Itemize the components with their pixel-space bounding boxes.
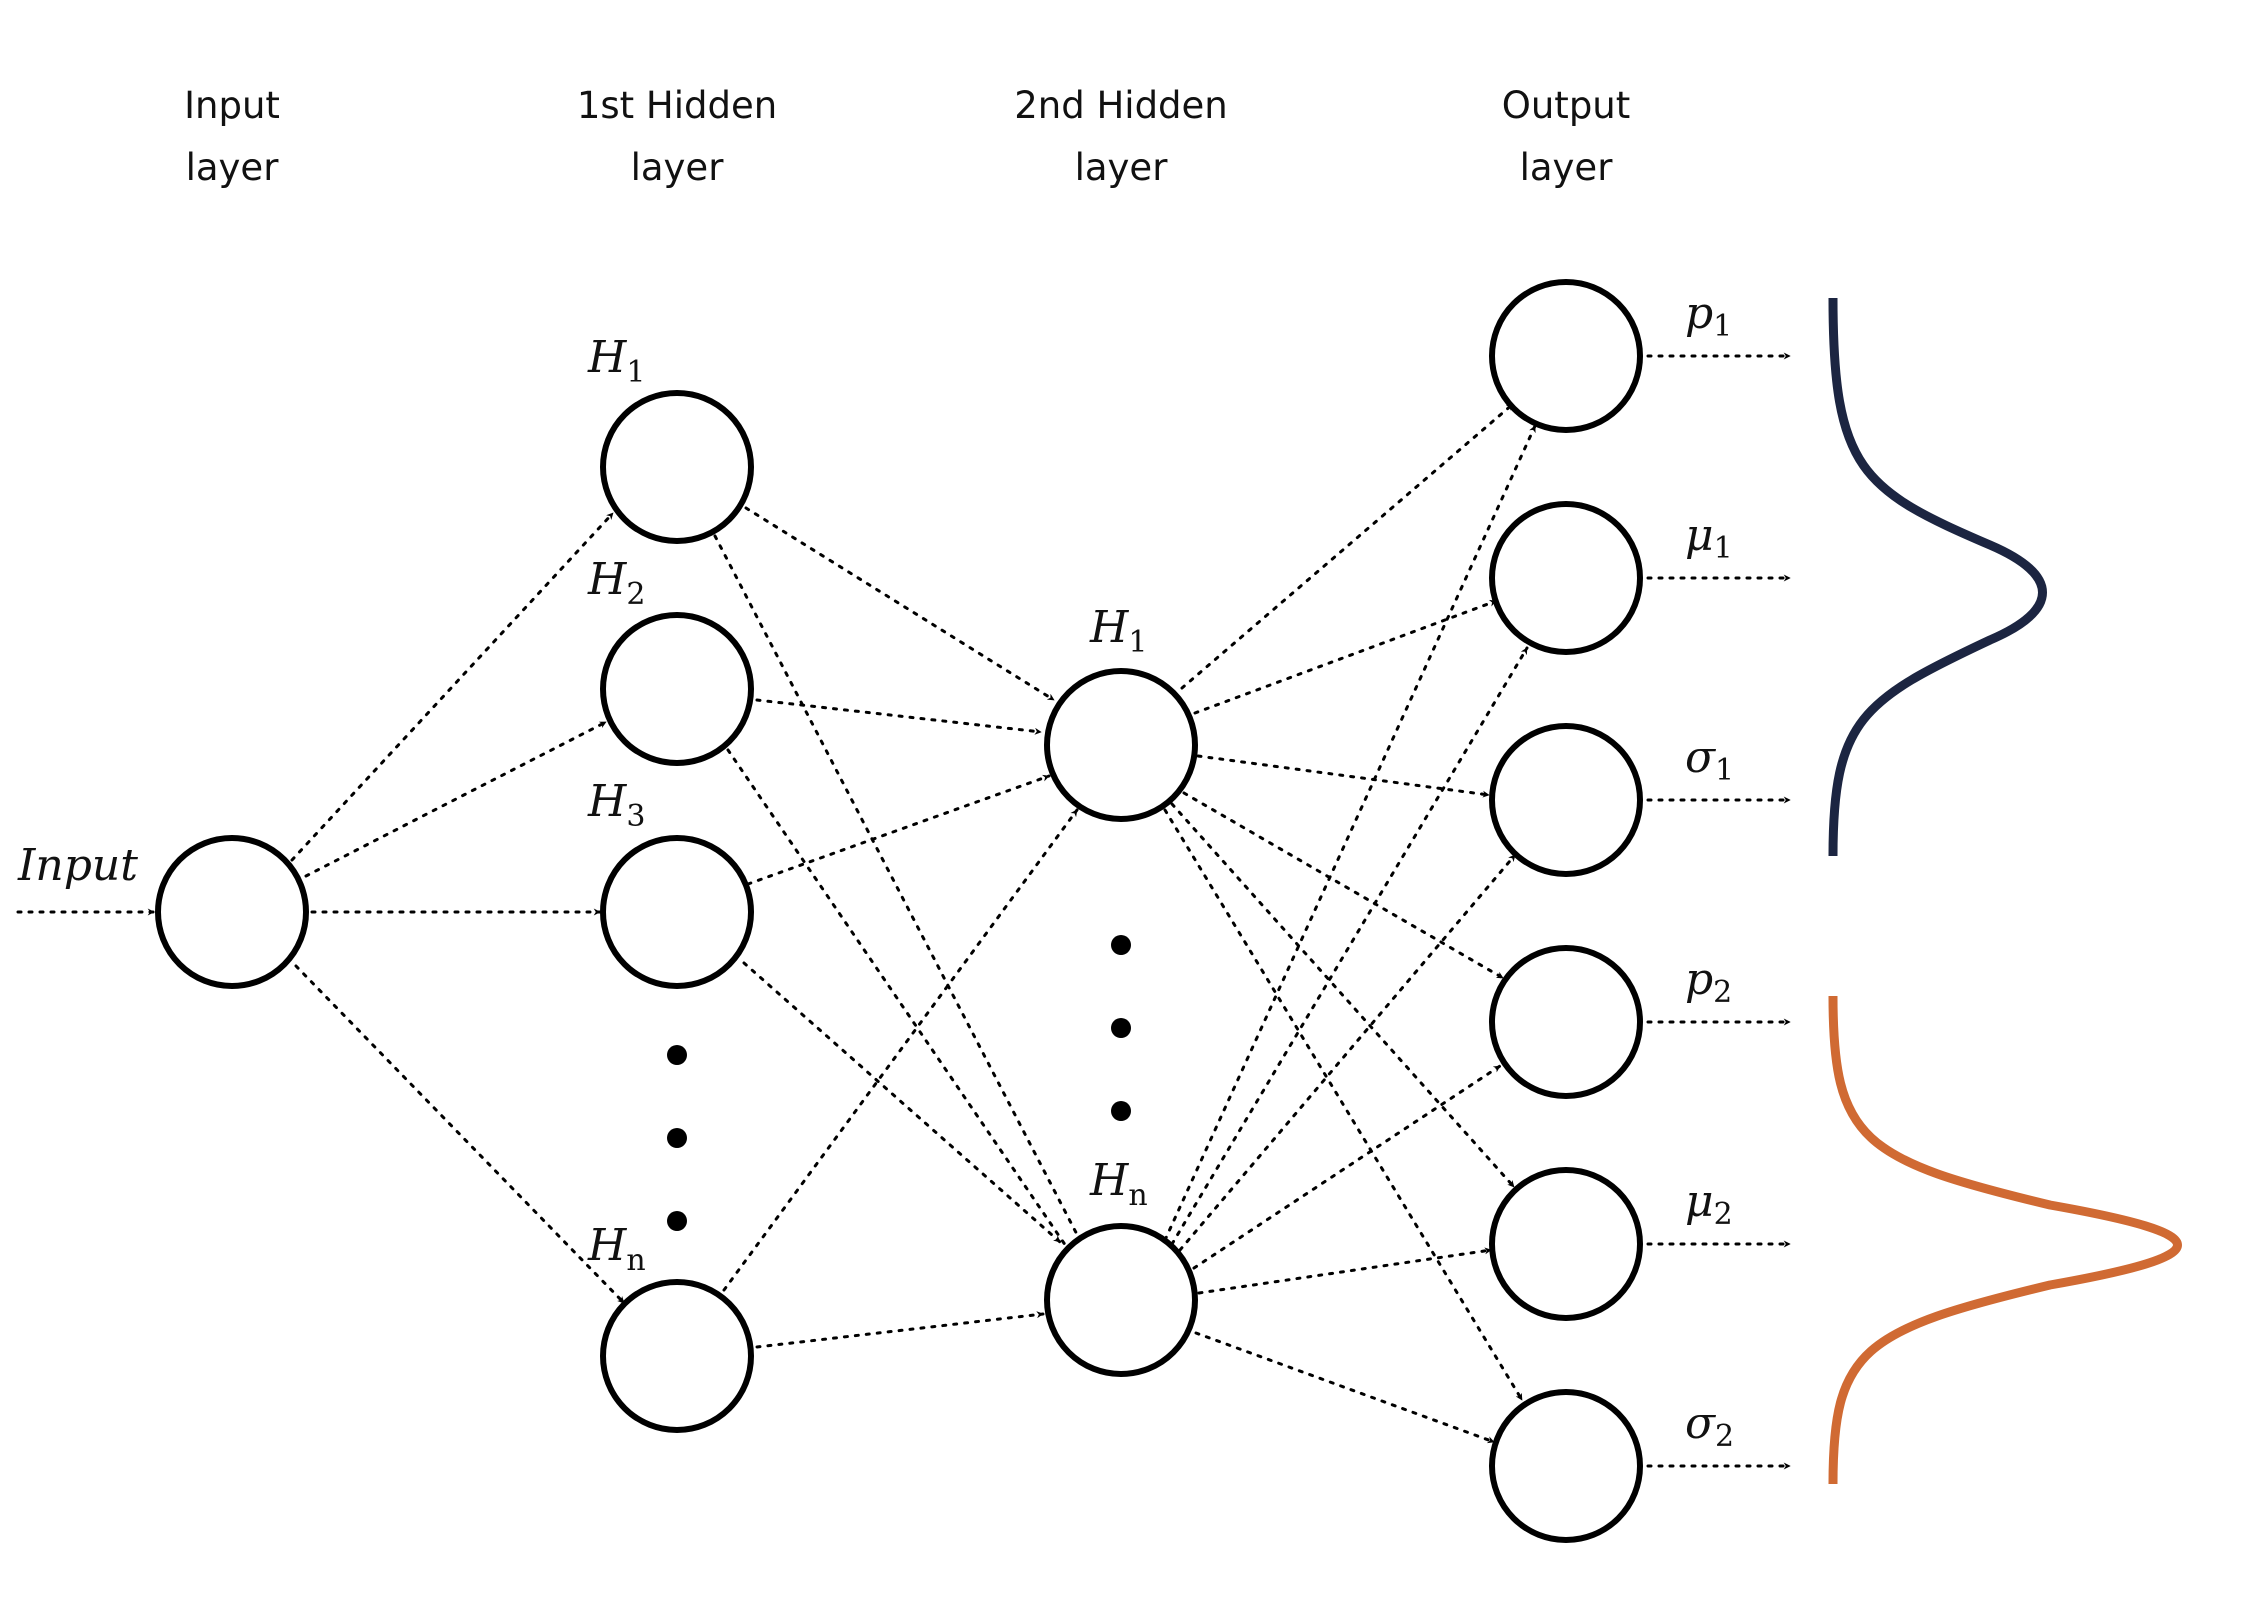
output-layer-title-line2: layer — [1520, 146, 1614, 189]
edge-h2n-o4 — [1192, 1064, 1502, 1270]
hidden1-node-n — [600, 1279, 754, 1433]
edge-h1a-h2a — [744, 506, 1056, 702]
edge-h1n-h2n — [755, 1311, 1045, 1349]
hidden2-node-n — [1044, 1223, 1198, 1377]
input-layer-title-line1: Input — [184, 84, 280, 127]
edge-h2n-o3 — [1178, 853, 1517, 1252]
output-label-1: p1 — [1685, 288, 1732, 344]
output-node-2 — [1489, 501, 1643, 655]
edge-h2a-o6 — [1163, 808, 1524, 1402]
output-node-3 — [1489, 723, 1643, 877]
output-label-5: μ2 — [1685, 1176, 1733, 1232]
edge-input-h1n — [294, 964, 626, 1305]
output-layer-title-line1: Output — [1502, 84, 1631, 127]
hidden2-layer-title-line1: 2nd Hidden — [1014, 84, 1228, 127]
edge-h2n-o5 — [1197, 1247, 1493, 1295]
edge-input-h1a — [290, 511, 615, 862]
output-label-2: μ1 — [1685, 510, 1733, 566]
edge-h2a-o2 — [1193, 599, 1498, 715]
hidden2-label-n: Hn — [1089, 1155, 1148, 1213]
edge-h2n-o6 — [1194, 1331, 1496, 1444]
hidden1-ellipsis-dot-2 — [667, 1128, 687, 1148]
output-node-4 — [1489, 945, 1643, 1099]
output-node-1 — [1489, 279, 1643, 433]
edge-h2a-o1 — [1180, 402, 1515, 690]
input-label: Input — [17, 840, 138, 891]
hidden1-label-1: H1 — [587, 332, 645, 390]
connections — [16, 352, 1792, 1470]
output-label-3: σ1 — [1685, 732, 1734, 788]
edge-h2a-o3 — [1196, 754, 1491, 798]
output-label-4: p2 — [1685, 954, 1732, 1010]
edge-h1b-h2n — [726, 748, 1072, 1254]
hidden1-ellipsis-dot-3 — [667, 1211, 687, 1231]
hidden1-label-n: Hn — [587, 1220, 646, 1278]
edge-h1c-h2a — [746, 774, 1051, 886]
hidden1-label-2: H2 — [587, 554, 645, 612]
hidden2-ellipsis-dot-3 — [1111, 1101, 1131, 1121]
hidden2-ellipsis-dot-2 — [1111, 1018, 1131, 1038]
output-node-6 — [1489, 1389, 1643, 1543]
hidden1-layer-title-line1: 1st Hidden — [577, 84, 777, 127]
hidden1-node-2 — [600, 612, 754, 766]
edge-h2a-o5 — [1170, 802, 1516, 1189]
ellipsis-dots — [667, 935, 1131, 1231]
edge-h1n-h2a — [722, 808, 1079, 1292]
layer-titles: Input layer 1st Hidden layer 2nd Hidden … — [184, 84, 1630, 189]
hidden1-ellipsis-dot-1 — [667, 1045, 687, 1065]
hidden2-label-1: H1 — [1089, 602, 1147, 660]
output-node-5 — [1489, 1167, 1643, 1321]
distribution-curve-1 — [1828, 297, 2047, 857]
input-layer-title-line2: layer — [186, 146, 280, 189]
hidden1-node-1 — [600, 390, 754, 544]
output-label-6: σ2 — [1685, 1398, 1734, 1454]
hidden1-label-3: H3 — [587, 776, 645, 834]
edge-h2n-o1 — [1163, 424, 1537, 1242]
edge-input-h1b — [304, 720, 608, 878]
edge-h1b-h2a — [755, 698, 1043, 735]
hidden1-node-3 — [600, 835, 754, 989]
hidden1-layer-title-line2: layer — [631, 146, 725, 189]
input-node — [155, 835, 309, 989]
distribution-curves — [1828, 297, 2182, 1485]
edge-h2a-o4 — [1182, 791, 1505, 980]
edge-h2n-o2 — [1170, 646, 1529, 1246]
nodes — [155, 279, 1643, 1543]
hidden2-node-1 — [1044, 668, 1198, 822]
hidden2-ellipsis-dot-1 — [1111, 935, 1131, 955]
edge-h1a-h2n — [713, 534, 1085, 1248]
hidden2-layer-title-line2: layer — [1075, 146, 1169, 189]
node-labels: Input H1 H2 H3 Hn H1 Hn p1 μ1 σ1 p2 μ2 σ… — [17, 288, 1734, 1454]
edge-h1c-h2n — [742, 961, 1062, 1244]
distribution-curve-2 — [1828, 995, 2182, 1485]
